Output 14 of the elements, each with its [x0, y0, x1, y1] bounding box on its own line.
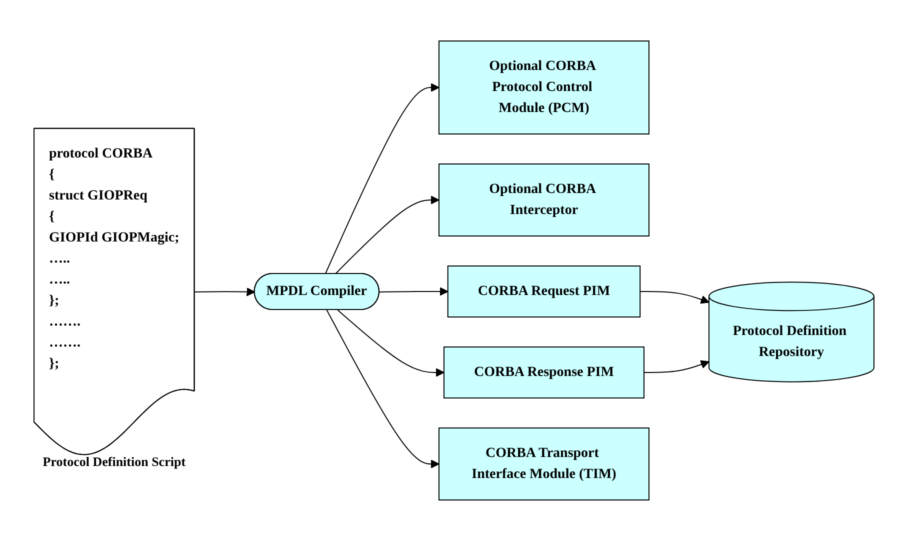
- node-box: Optional CORBA Interceptor: [438, 163, 650, 236]
- arrow: [379, 286, 448, 296]
- arrow: [326, 309, 440, 468]
- arrow: [334, 195, 440, 274]
- node-box: CORBA Request PIM: [447, 265, 641, 317]
- document-caption: Protocol Definition Script: [42, 454, 186, 470]
- arrow: [337, 309, 444, 376]
- node-box: CORBA Response PIM: [443, 346, 644, 398]
- node-box: CORBA Transport Interface Module (TIM): [438, 426, 650, 500]
- arrow: [194, 286, 256, 296]
- arrow: [644, 360, 710, 372]
- arrow: [640, 290, 710, 304]
- arrow: [324, 82, 440, 274]
- node-box: Optional CORBA Protocol Control Module (PCM): [438, 40, 650, 134]
